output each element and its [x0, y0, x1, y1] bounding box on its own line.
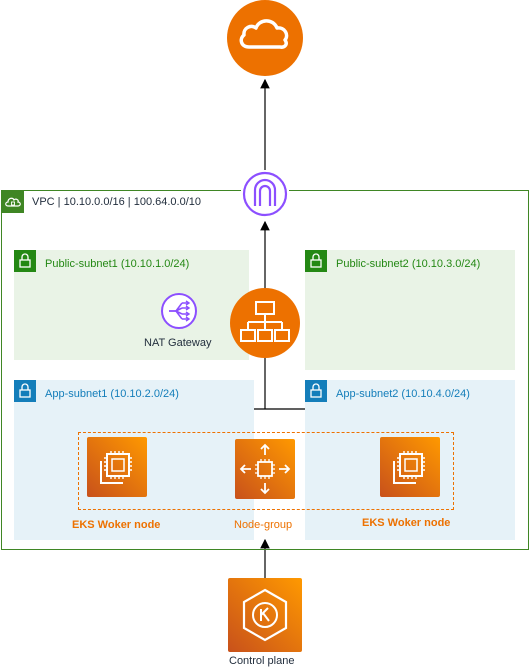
- app-subnet-1-label: App-subnet1 (10.10.2.0/24): [45, 388, 179, 400]
- lock-icon: [305, 250, 327, 272]
- lock-icon: [14, 250, 36, 272]
- internet-cloud: [227, 0, 303, 76]
- eks-worker-node-1: [87, 437, 147, 497]
- app-subnet-2-label: App-subnet2 (10.10.4.0/24): [336, 388, 470, 400]
- internet-gateway: [241, 170, 289, 218]
- cloud-icon: [239, 19, 289, 49]
- vpc-label: VPC | 10.10.0.0/16 | 100.64.0.0/10: [32, 196, 202, 208]
- lock-icon: [14, 380, 36, 402]
- vpc-cloud-icon: [2, 191, 24, 213]
- node-group-label: Node-group: [234, 519, 293, 531]
- load-balancer: [230, 288, 300, 358]
- load-balancer-icon: [240, 301, 290, 342]
- control-plane-label: Control plane: [229, 655, 295, 667]
- control-plane: [228, 578, 302, 652]
- auto-scaling-icon: [239, 443, 291, 495]
- nat-gateway: [160, 292, 198, 330]
- internet-gateway-icon: [242, 171, 288, 217]
- public-subnet-1-label: Public-subnet1 (10.10.1.0/24): [45, 258, 190, 270]
- ec2-instance-icon: [393, 451, 425, 484]
- node-group: [235, 439, 295, 499]
- eks-worker-node-2: [380, 437, 440, 497]
- nat-gateway-label: NAT Gateway: [144, 337, 212, 349]
- lock-icon: [305, 380, 327, 402]
- public-subnet-1: Public-subnet1 (10.10.1.0/24): [14, 250, 249, 360]
- eks-worker-node-2-label: EKS Woker node: [362, 517, 451, 529]
- ec2-instance-icon: [100, 451, 132, 484]
- node-group-boundary: [78, 432, 454, 510]
- eks-worker-node-1-label: EKS Woker node: [72, 519, 161, 531]
- nat-gateway-icon: [161, 293, 197, 329]
- public-subnet-2: Public-subnet2 (10.10.3.0/24): [305, 250, 515, 370]
- eks-icon: [242, 588, 288, 642]
- public-subnet-2-label: Public-subnet2 (10.10.3.0/24): [336, 258, 481, 270]
